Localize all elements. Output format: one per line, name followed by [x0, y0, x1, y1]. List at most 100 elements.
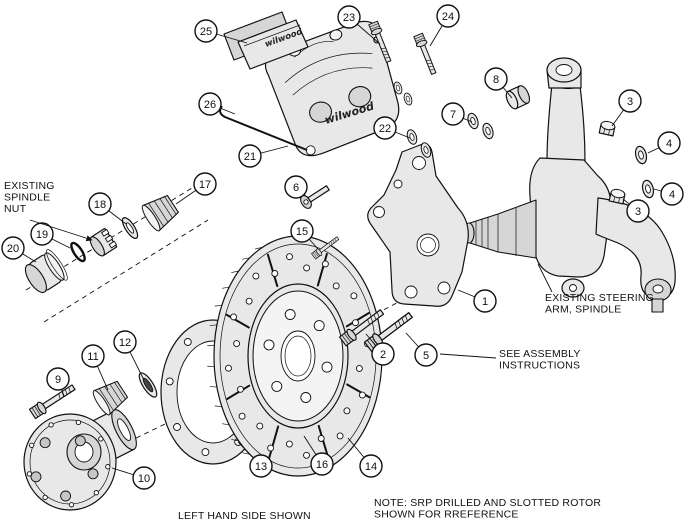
- callout-number: 11: [87, 351, 98, 363]
- callout-circle: [290, 219, 314, 243]
- callout-10: 10: [111, 466, 156, 490]
- grease-seal: [138, 372, 158, 398]
- spacer-washers: [465, 85, 531, 141]
- bridge-bolt-head: [329, 29, 343, 41]
- callout-circle: [113, 330, 137, 354]
- callout-circle: [626, 199, 650, 223]
- callout-number: 22: [379, 123, 391, 135]
- callout-22: 22: [373, 116, 411, 140]
- callout-circle: [194, 19, 218, 43]
- dust-cap: [24, 249, 68, 294]
- callout-14: 14: [347, 437, 383, 478]
- washer: [640, 178, 656, 200]
- callout-number: 13: [255, 461, 267, 473]
- callout-circle: [371, 342, 395, 366]
- callout-circle: [373, 116, 397, 140]
- spindle-nut-hardware: [24, 190, 182, 294]
- callout-number: 4: [666, 138, 672, 150]
- callout-circle: [359, 454, 383, 478]
- callout-25: 25: [194, 19, 248, 44]
- callout-number: 18: [94, 199, 106, 211]
- thrust-washer: [121, 217, 139, 239]
- callout-number: 21: [244, 151, 256, 163]
- callout-number: 1: [482, 296, 488, 308]
- label-text: LEFT HAND SIDE SHOWN: [178, 510, 311, 522]
- callout-23: 23: [337, 5, 381, 45]
- outer-bearing: [139, 190, 182, 234]
- callout-circle: [249, 454, 273, 478]
- callout-3-lower: 3: [622, 198, 650, 223]
- callout-circle: [618, 89, 642, 113]
- callout-circle: [46, 367, 70, 391]
- callout-18: 18: [88, 192, 127, 225]
- callout-circle: [660, 182, 684, 206]
- callout-circle: [198, 92, 222, 116]
- label-leader: [29, 219, 93, 242]
- callout-8: 8: [484, 67, 513, 99]
- callout-circle: [132, 466, 156, 490]
- callout-circle: [193, 172, 217, 196]
- o-ring: [70, 241, 86, 263]
- callout-number: 12: [119, 337, 131, 349]
- callout-number: 10: [138, 473, 150, 485]
- hex-nut: [598, 119, 617, 137]
- callout-number: 16: [316, 459, 328, 471]
- callout-number: 19: [36, 229, 48, 241]
- washer: [633, 144, 649, 166]
- callout-circle: [88, 192, 112, 216]
- callout-circle: [657, 131, 681, 155]
- callout-4-upper: 4: [647, 131, 681, 155]
- callout-4-lower: 4: [653, 182, 684, 206]
- callout-number: 14: [365, 461, 377, 473]
- callout-3-upper: 3: [611, 89, 642, 127]
- spacer: [505, 85, 531, 110]
- callout-2: 2: [365, 333, 395, 366]
- label-left-hand-side: LEFT HAND SIDE SHOWN: [178, 510, 311, 522]
- brake-pads: [223, 11, 309, 70]
- brake-rotor: [207, 235, 383, 477]
- callout-number: 4: [669, 189, 675, 201]
- callout-17: 17: [175, 172, 217, 205]
- hub: [23, 409, 137, 511]
- callout-circle: [284, 175, 308, 199]
- callout-21: 21: [238, 144, 289, 168]
- callout-circle: [473, 289, 497, 313]
- callout-number: 8: [493, 74, 499, 86]
- callout-9: 9: [46, 367, 70, 397]
- callout-circle: [310, 452, 334, 476]
- callout-circle: [484, 67, 508, 91]
- callout-11: 11: [81, 344, 109, 391]
- callout-circle: [238, 144, 262, 168]
- callout-number: 23: [343, 12, 355, 24]
- spindle-steering-arm: [463, 57, 676, 313]
- callout-number: 25: [200, 26, 212, 38]
- callout-number: 6: [293, 182, 299, 194]
- callout-24: 24: [429, 4, 460, 47]
- callout-20: 20: [1, 236, 37, 263]
- callout-number: 9: [55, 374, 61, 386]
- callout-number: 15: [296, 226, 308, 238]
- callout-6: 6: [284, 175, 310, 200]
- hex-nut: [608, 187, 627, 205]
- callout-number: 3: [635, 206, 641, 218]
- callout-circle: [30, 222, 54, 246]
- spindle-castle-nut: [89, 227, 118, 257]
- label-leader: [537, 263, 553, 293]
- caliper-bracket: [367, 143, 469, 307]
- callout-1: 1: [457, 289, 497, 313]
- callout-16: 16: [303, 435, 334, 476]
- callout-5: 5: [405, 332, 438, 367]
- callout-19: 19: [30, 222, 71, 249]
- callout-number: 20: [7, 243, 19, 255]
